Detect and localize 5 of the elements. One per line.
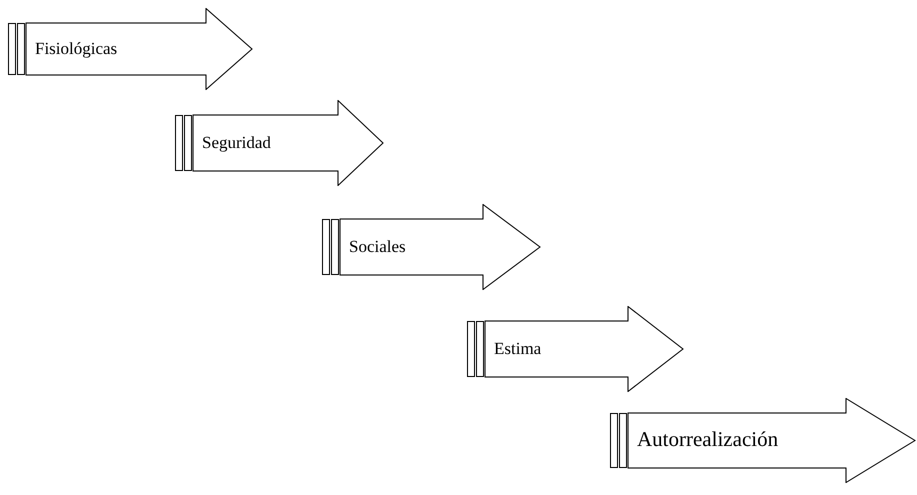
arrow-label: Autorrealización xyxy=(637,428,778,450)
arrow-label: Sociales xyxy=(349,238,406,255)
arrow-label: Seguridad xyxy=(202,134,271,151)
arrow-label: Fisiológicas xyxy=(35,40,118,57)
arrow-label: Estima xyxy=(494,340,542,357)
